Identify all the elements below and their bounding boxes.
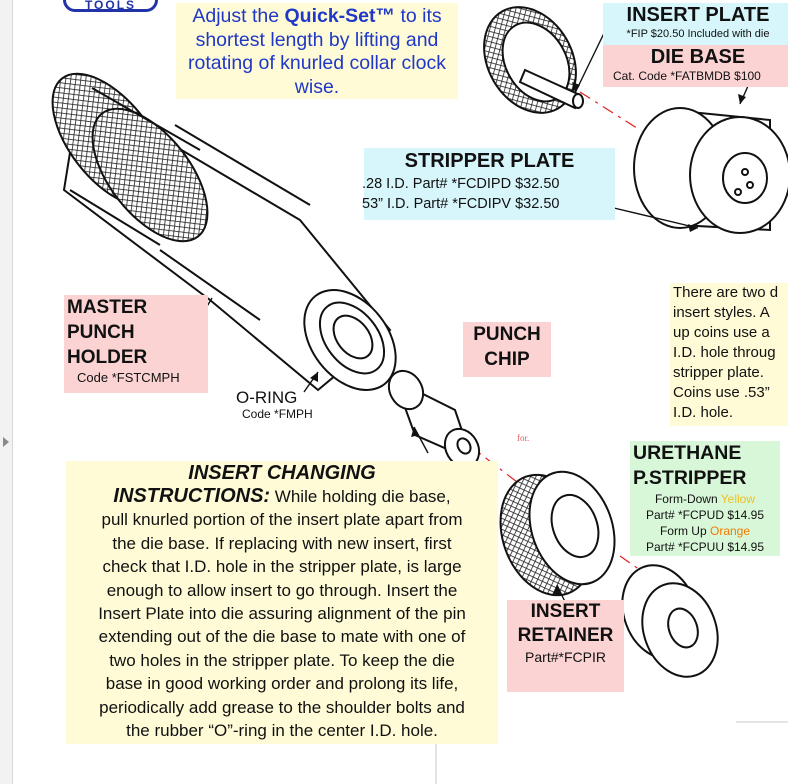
urethane-stripper-label: URETHANE P.STRIPPER Form-Down Yellow Par…	[630, 441, 780, 556]
insert-retainer-label: INSERT RETAINER Part#*FCPIR	[507, 600, 624, 692]
note-line: insert styles. A	[673, 304, 770, 321]
note-line: I.D. hole throug	[673, 344, 776, 361]
die-base-part	[633, 107, 788, 234]
insert-changing-instructions: INSERT CHANGING INSTRUCTIONS: While hold…	[66, 461, 498, 744]
urethane-stripper-part	[621, 564, 719, 678]
note-line: Coins use .53”	[673, 384, 770, 401]
instructions-line: pull knurled portion of the insert plate…	[101, 510, 463, 530]
punch-chip-label: PUNCH CHIP	[463, 322, 551, 377]
mph-line-3: HOLDER	[67, 347, 148, 368]
die-base-label: DIE BASE Cat. Code *FATBMDB $100	[603, 45, 788, 87]
die-base-code: Cat. Code *FATBMDB $100	[613, 69, 761, 83]
punch-chip-part	[387, 369, 481, 469]
instructions-line: enough to allow insert to go through. In…	[106, 580, 458, 600]
mph-code: Code *FSTCMPH	[77, 370, 180, 385]
instructions-line: two holes in the stripper plate. To keep…	[109, 650, 455, 670]
punch-chip-line-2: CHIP	[484, 349, 530, 370]
stray-mark: for.	[517, 433, 530, 443]
insert-plate-label: INSERT PLATE *FIP $20.50 Included with d…	[603, 3, 788, 47]
retainer-line-2: RETAINER	[517, 624, 614, 646]
die-base-title: DIE BASE	[650, 46, 746, 68]
quick-set-instruction: Adjust the Quick-Set™ to its shortest le…	[176, 3, 458, 99]
instructions-line: the rubber “O”-ring in the center I.D. h…	[126, 721, 438, 741]
mph-line-1: MASTER	[67, 297, 148, 318]
note-line: up coins use a	[673, 324, 770, 341]
note-line: There are two d	[673, 284, 779, 301]
instructions-line: Insert Plate into die assuring alignment…	[98, 604, 466, 624]
brand-logo: TOOLS	[63, 0, 158, 12]
instructions-line: periodically add grease to the shoulder …	[99, 697, 465, 717]
expand-arrow-icon[interactable]	[3, 437, 9, 447]
master-punch-holder-label: MASTER PUNCH HOLDER Code *FSTCMPH	[64, 295, 208, 393]
instructions-line-1: While holding die base,	[270, 487, 451, 506]
instructions-heading-2: INSTRUCTIONS:	[113, 485, 271, 507]
insert-plate-price: *FIP $20.50 Included with die	[626, 28, 770, 40]
form-up-label: Form Up	[659, 524, 710, 538]
note-line: I.D. hole.	[673, 404, 734, 421]
urethane-line-2: P.STRIPPER	[633, 467, 747, 489]
urethane-line-1: URETHANE	[633, 442, 742, 464]
stripper-plate-label: STRIPPER PLATE .28 I.D. Part# *FCDIPD $3…	[362, 148, 615, 220]
form-up-color: Orange	[709, 524, 751, 538]
instructions-first-line: INSTRUCTIONS: While holding die base,	[66, 485, 498, 508]
stripper-plate-part-1: .28 I.D. Part# *FCDIPD $32.50	[362, 176, 560, 192]
intro-brand: Quick-Set™	[284, 5, 396, 27]
instructions-line: extending out of the die base to mate wi…	[98, 627, 466, 647]
insert-styles-note: There are two d insert styles. A up coin…	[670, 283, 788, 426]
insert-retainer-part	[499, 470, 616, 597]
stripper-plate-part-2: 53” I.D. Part# *FCDIPV $32.50	[362, 196, 560, 212]
note-line: stripper plate.	[673, 364, 764, 381]
o-ring-title: O-RING	[236, 388, 298, 407]
instructions-line: check that I.D. hole in the stripper pla…	[102, 557, 462, 577]
form-up-part: Part# *FCPUU $14.95	[645, 540, 765, 554]
leader-arrowheads	[310, 82, 746, 595]
form-down-row: Form-Down Yellow	[630, 491, 780, 507]
o-ring-label: O-RING Code *FMPH	[232, 389, 332, 425]
form-down-color: Yellow	[720, 492, 756, 506]
viewer-side-strip	[0, 0, 13, 784]
master-punch-holder-part	[51, 72, 397, 392]
stripper-plate-title: STRIPPER PLATE	[404, 150, 575, 172]
o-ring-code: Code *FMPH	[242, 407, 313, 421]
form-down-label: Form-Down	[654, 492, 721, 506]
instructions-line: base in good working order and prolong i…	[105, 674, 459, 694]
punch-chip-line-1: PUNCH	[473, 324, 541, 345]
insert-plate-part	[483, 6, 584, 114]
instructions-heading: INSERT CHANGING	[188, 462, 376, 484]
mph-line-2: PUNCH	[67, 322, 135, 343]
retainer-part: Part#*FCPIR	[525, 649, 606, 665]
intro-rest: to its shortest length by lifting and ro…	[188, 5, 446, 98]
form-up-row: Form Up Orange	[630, 523, 780, 539]
scan-lines	[435, 721, 788, 784]
instructions-line: the die base. If replacing with new inse…	[112, 533, 452, 553]
insert-plate-title: INSERT PLATE	[626, 4, 770, 26]
retainer-line-1: INSERT	[530, 601, 601, 622]
intro-lead: Adjust the	[192, 5, 285, 27]
form-down-part: Part# *FCPUD $14.95	[645, 508, 765, 522]
